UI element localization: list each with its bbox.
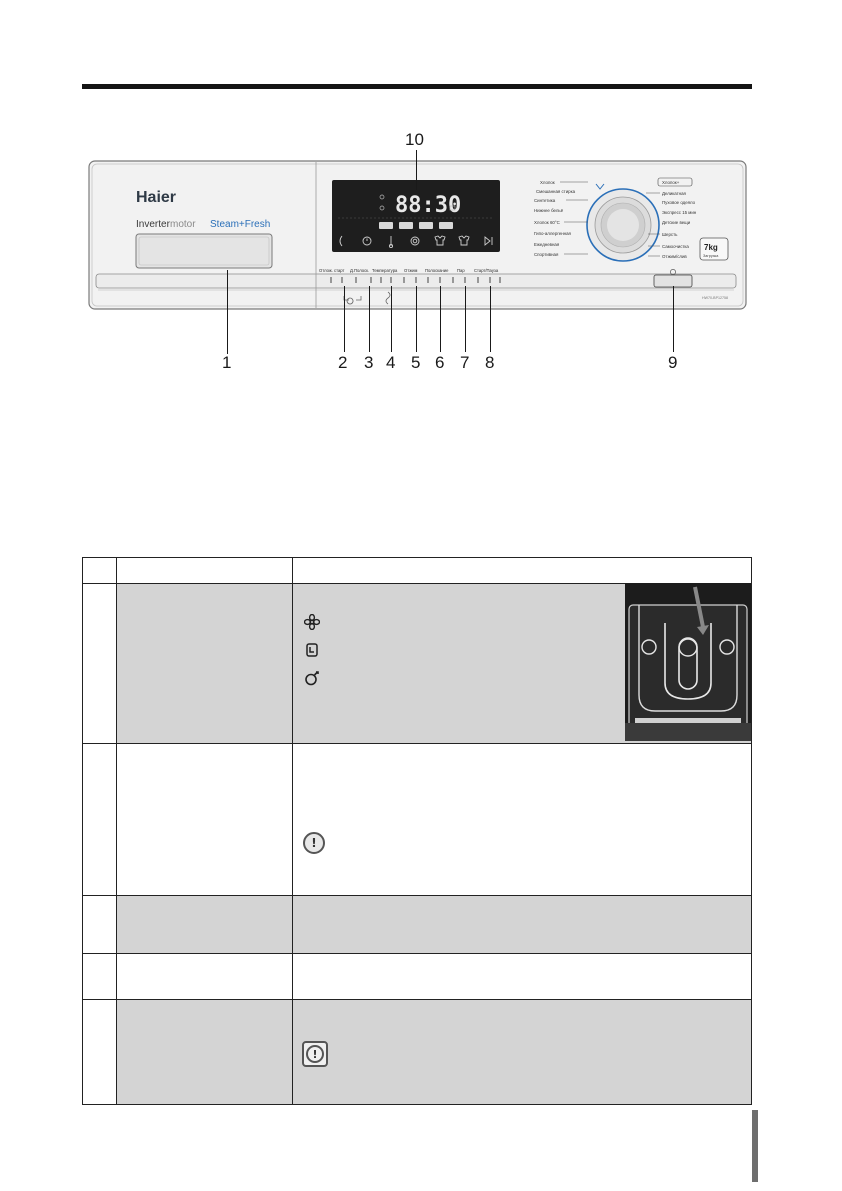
table-cell	[83, 896, 117, 953]
steam-fresh-text: Steam+Fresh	[210, 219, 270, 230]
callout-5: 5	[411, 353, 421, 372]
callout-6: 6	[435, 353, 445, 372]
steam-icon	[458, 235, 470, 246]
callout-line	[344, 286, 345, 352]
delay-start-icon	[339, 235, 343, 247]
callout-line	[391, 286, 392, 352]
program-label: Экспресс 15 мин	[662, 210, 697, 215]
detergent-icon	[303, 641, 321, 659]
callout-8: 8	[485, 353, 495, 372]
program-label: Спортивная	[534, 252, 559, 257]
callout-line	[369, 286, 370, 352]
timer-icon	[362, 236, 372, 246]
button-label: Отжим	[404, 268, 417, 273]
table-cell	[117, 896, 293, 953]
top-rule	[82, 84, 752, 89]
table-cell	[117, 744, 293, 895]
button-label: Полоскание	[425, 268, 449, 273]
fan-icon	[641, 639, 657, 655]
program-label: Шерсть	[662, 232, 678, 237]
callout-1: 1	[222, 353, 232, 372]
steam-glyph-icon	[385, 291, 391, 305]
callout-9: 9	[668, 353, 678, 372]
motor-text: motor	[170, 219, 196, 230]
button-label: Температура	[372, 268, 398, 273]
program-label: Гипо-аллергенная	[534, 231, 572, 236]
callout-10: 10	[405, 130, 424, 149]
callout-2: 2	[338, 353, 348, 372]
table-cell	[293, 896, 751, 953]
program-label: Самоочистка	[662, 244, 689, 249]
table-cell	[117, 1000, 293, 1104]
warning-icon: !	[303, 832, 325, 854]
program-label: Деликатная	[662, 191, 687, 196]
callout-line	[465, 286, 466, 352]
control-panel-svg: Haier Inverter motor Steam+Fresh 88:30	[88, 160, 747, 310]
callout-line	[416, 150, 417, 190]
softener-icon	[719, 639, 735, 655]
table-cell	[293, 954, 751, 999]
capacity-badge	[699, 237, 729, 261]
table-cell	[83, 558, 117, 583]
table-cell	[293, 558, 751, 583]
inverter-text: Inverter	[136, 219, 171, 230]
dial-pointer-icon	[595, 183, 605, 190]
table-cell	[83, 954, 117, 999]
callout-line	[673, 286, 674, 352]
program-label: Хлопок	[540, 180, 555, 185]
table-row	[83, 896, 751, 954]
program-label: Хлопок 60°C	[534, 220, 560, 225]
callout-line	[440, 286, 441, 352]
table-row: !	[83, 744, 751, 896]
program-label: Синтетика	[534, 198, 556, 203]
table-cell	[83, 584, 117, 743]
callout-line	[227, 270, 228, 354]
callout-7: 7	[460, 353, 470, 372]
program-label: Ежедневная	[534, 242, 560, 247]
callout-3: 3	[364, 353, 374, 372]
capacity-value: 7kg	[704, 243, 718, 252]
button-label: Старт/Пауза	[474, 268, 499, 273]
table-cell	[117, 954, 293, 999]
detergent-icon	[678, 637, 698, 657]
dispenser-photo	[625, 583, 751, 741]
callout-line	[490, 286, 491, 352]
program-label: Пуховое одеяло	[662, 200, 696, 205]
program-label: Хлопок+	[662, 180, 680, 185]
warning-icon: !	[302, 1041, 328, 1067]
table-cell: !	[293, 1000, 751, 1104]
lcd-time: 88:30	[395, 193, 461, 218]
table-cell	[83, 744, 117, 895]
button-label: Отлож. старт	[319, 268, 345, 273]
detergent-drawer	[135, 233, 273, 269]
table-row: !	[83, 1000, 751, 1104]
capacity-subtext: Загрузка	[703, 254, 719, 258]
arrow-icon	[693, 586, 705, 628]
brand-logo: Haier	[136, 189, 176, 206]
button-label: Пар	[457, 268, 465, 273]
lcd-display	[332, 180, 500, 252]
callout-line	[416, 286, 417, 352]
table-cell	[83, 1000, 117, 1104]
page-edge-tab	[752, 1110, 758, 1182]
rinse-icon	[434, 235, 446, 246]
table-header-row	[83, 558, 751, 584]
table-row	[83, 954, 751, 1000]
table-cell: !	[293, 744, 751, 895]
callout-4: 4	[386, 353, 396, 372]
program-label: Нижнее бельё	[534, 208, 564, 213]
program-label: Отжим/слив	[662, 254, 687, 259]
table-cell	[117, 584, 293, 743]
control-panel-illustration: Haier Inverter motor Steam+Fresh 88:30	[88, 160, 748, 310]
button-label: Д.Полоск.	[350, 268, 369, 273]
program-label: Смешанная стирка	[536, 189, 576, 194]
program-label: Детские вещи	[662, 220, 691, 225]
model-number: HW70-BP12758	[702, 296, 728, 300]
start-pause-icon	[484, 236, 493, 246]
table-cell	[117, 558, 293, 583]
fan-icon	[303, 613, 321, 631]
spin-icon	[410, 236, 420, 246]
softener-icon	[303, 669, 321, 687]
